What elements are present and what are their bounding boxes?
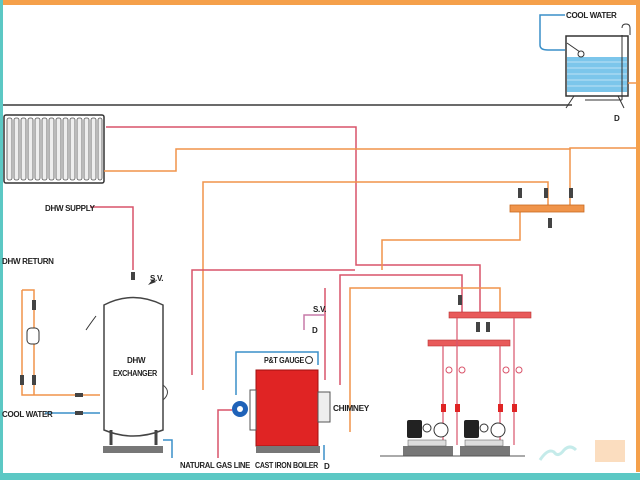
- label-drain-top: D: [614, 114, 620, 123]
- frame-left: [0, 0, 3, 480]
- label-drain-sv: D: [312, 326, 318, 335]
- pump-valves: [441, 366, 523, 412]
- label-cool-water-left: COOL WATER: [2, 410, 53, 419]
- valves: [20, 188, 573, 415]
- label-cast-iron-boiler: CAST IRON BOILER: [255, 461, 318, 470]
- pump-2: [460, 420, 510, 456]
- circulator-pump-icon: [26, 327, 40, 345]
- dhw-return-pipe: [21, 289, 100, 396]
- frame-top: [0, 0, 640, 5]
- cast-iron-boiler: [232, 356, 331, 453]
- expansion-tank: [539, 14, 636, 109]
- gas-line: [217, 409, 232, 458]
- frame-right: [636, 0, 640, 472]
- dhw-supply-pipe: [90, 206, 134, 270]
- label-sv-boiler: S.V.: [313, 305, 326, 314]
- watermark-logo: [538, 440, 625, 462]
- label-dhw-return: DHW RETURN: [2, 257, 54, 266]
- radiator-return-pipe: [104, 147, 636, 172]
- supply-manifold-lower: [427, 339, 511, 347]
- label-cool-water-top: COOL WATER: [566, 11, 617, 20]
- chimney-connection: [317, 391, 331, 423]
- label-natural-gas-line: NATURAL GAS LINE: [180, 461, 251, 470]
- supply-manifold-upper: [448, 311, 532, 319]
- safety-valve-icon: [148, 279, 156, 285]
- frame-bottom: [0, 473, 640, 480]
- float-ball: [577, 50, 585, 58]
- exchanger-return-pipe: [202, 181, 549, 390]
- label-dhw-supply: DHW SUPPLY: [45, 204, 96, 213]
- label-sv-exchanger: S.V.: [150, 274, 163, 283]
- radiator: [3, 114, 105, 184]
- label-chimney: CHIMNEY: [333, 404, 370, 413]
- dhw-exchanger: [85, 279, 168, 453]
- label-pt-gauge: P&T GAUGE: [264, 356, 305, 365]
- pump-1: [403, 420, 453, 456]
- pt-gauge-icon: [305, 356, 313, 364]
- label-exchanger-1: DHW: [127, 356, 146, 365]
- hot-supply-pipe: [106, 126, 481, 313]
- label-drain-boiler: D: [324, 462, 330, 471]
- return-manifold: [509, 204, 585, 213]
- label-exchanger-2: EXCHANGER: [113, 369, 157, 378]
